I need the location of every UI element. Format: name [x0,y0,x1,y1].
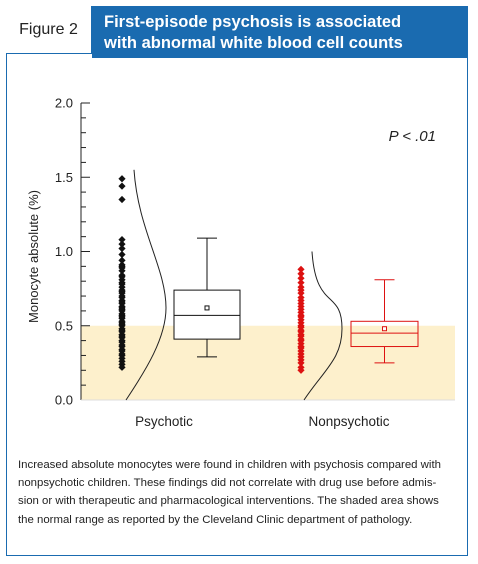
y-tick-label: 1.0 [55,244,73,259]
nonpsychotic-category-label: Nonpsychotic [308,414,389,429]
y-tick-label: 1.5 [55,170,73,185]
nonpsychotic-data-point [297,265,305,273]
caption-line: sion or with therapeutic and pharmacolog… [18,495,439,508]
psychotic-iqr-box [173,289,241,340]
nonpsychotic-data-point [297,279,305,287]
psychotic-data-point [118,195,126,204]
figure-title-line-1: First-episode psychosis is associated [104,13,402,31]
figure-label: Figure 2 [6,6,92,54]
nonpsychotic-mean-marker [382,326,387,332]
nonpsychotic-data-point [297,274,305,282]
caption-line: Increased absolute monocytes were found … [18,459,441,471]
caption-line: the normal range as reported by the Clev… [18,513,413,526]
y-tick-label: 0.0 [55,393,73,408]
psychotic-data-point [118,267,126,275]
figure-caption: Increased absolute monocytes were found … [18,456,464,529]
y-tick-label: 2.0 [55,96,73,111]
nonpsychotic-data-point [297,289,305,297]
figure-title: First-episode psychosis is associated wi… [92,6,468,58]
psychotic-data-point [118,182,126,190]
psychotic-data-point [118,240,126,248]
nonpsychotic-data-point [297,359,305,367]
nonpsychotic-data-point [297,270,305,278]
psychotic-category-label: Psychotic [135,414,193,429]
nonpsychotic-density-curve [303,251,343,401]
psychotic-data-point [118,175,126,183]
psychotic-data-point [118,256,126,265]
figure-title-line-2: with abnormal white blood cell counts [104,34,403,52]
normal-range-band [81,325,455,400]
y-tick-label: 0.5 [55,318,73,333]
nonpsychotic-data-point [297,366,305,374]
caption-line: nonpsychotic children. These findings di… [18,477,437,490]
p-value-annotation: P < .01 [389,128,436,145]
psychotic-data-point [118,244,126,253]
psychotic-mean-marker [204,305,210,311]
nonpsychotic-iqr-box [350,320,419,348]
psychotic-density-curve [125,169,167,401]
psychotic-data-point [118,236,126,244]
y-axis-label: Monocyte absolute (%) [26,190,41,323]
psychotic-data-point [118,250,126,259]
psychotic-data-point [118,363,126,371]
